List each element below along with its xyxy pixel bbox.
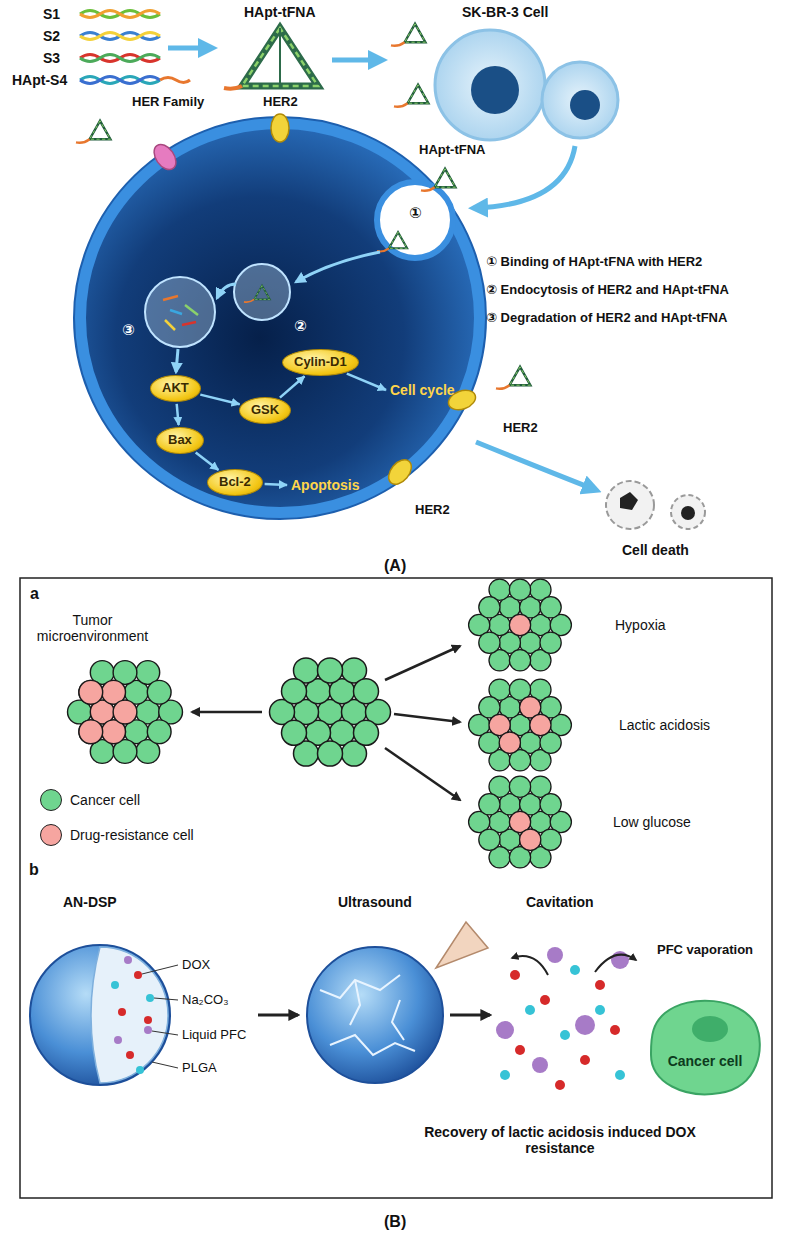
outcome-label: Cell cycle: [390, 382, 455, 398]
receptor-label: HER Family: [132, 95, 204, 110]
particle-label: AN-DSP: [63, 894, 117, 910]
pathway-arrow: [200, 395, 239, 405]
cluster-arrows: [192, 646, 460, 800]
component-label: DOX: [182, 958, 210, 973]
step-label: Cavitation: [526, 894, 594, 910]
strand-label: S1: [43, 6, 60, 22]
receptor-label: HER2: [415, 503, 450, 518]
node-text: Cancer cell: [645, 1053, 765, 1069]
node-text: Bcl-2: [219, 475, 251, 490]
nanoparticle: [30, 945, 178, 1085]
step-note: ① Binding of HApt-tFNA with HER2: [486, 255, 702, 270]
step-note: ② Endocytosis of HER2 and HApt-tFNA: [486, 283, 729, 298]
ultrasound-particle: [307, 922, 488, 1083]
component-label: Na₂CO₃: [182, 993, 228, 1008]
condition-label: Lactic acidosis: [619, 717, 710, 733]
callout-number: ③: [122, 321, 135, 338]
component-label: PLGA: [182, 1061, 217, 1076]
cell-label: SK-BR-3 Cell: [462, 4, 548, 20]
pathway-arrow: [196, 453, 219, 470]
pathway-node: AKT: [150, 375, 201, 402]
condition-label: Tumor microenvironment: [25, 612, 160, 644]
receptors: [150, 114, 479, 489]
pathway-node: Bcl-2: [207, 469, 263, 496]
structure-label: HApt-tFNA: [419, 143, 485, 158]
dead-cells: [606, 481, 705, 529]
callout-number: ②: [294, 317, 307, 334]
cell-nucleus: [692, 1016, 728, 1042]
node-text: Bax: [168, 433, 192, 448]
step-label: PFC vaporation: [657, 943, 753, 958]
legend-text: Drug-resistance cell: [70, 827, 194, 843]
step-note: ③ Degradation of HER2 and HApt-tFNA: [486, 311, 727, 326]
receptor-label: HER2: [503, 421, 538, 436]
step-label: Ultrasound: [338, 894, 412, 910]
outcome-arrow: [265, 484, 287, 485]
dna-tetrahedron: [224, 28, 318, 89]
legend-swatch: [40, 789, 62, 811]
cell-body: [74, 117, 486, 519]
node-text: GSK: [251, 403, 279, 418]
cancer-cell: Cancer cell: [645, 993, 765, 1098]
panel-frame: [20, 578, 772, 1198]
pathway-arrow: [177, 404, 179, 425]
step-arrows: [258, 1014, 490, 1017]
pathway-node: GSK: [239, 397, 291, 424]
cell-outline: [645, 993, 765, 1098]
legend-swatch: [40, 824, 62, 846]
panel-label: (B): [384, 1213, 406, 1231]
strand-label: HApt-S4: [12, 72, 67, 88]
panel-letter: a: [30, 585, 39, 603]
component-label: Liquid PFC: [182, 1028, 246, 1043]
node-text: Cylin-D1: [294, 355, 347, 370]
outcome-arrow: [347, 374, 386, 390]
callout-number: ①: [409, 204, 422, 221]
tumor-clusters: [68, 579, 572, 868]
pathway-arrow: [280, 376, 305, 397]
pathway-node: Bax: [156, 427, 204, 454]
panel-letter: b: [29, 861, 39, 879]
receptor-label: HER2: [263, 95, 298, 110]
cavitation-particles: [496, 947, 636, 1090]
condition-label: Low glucose: [613, 814, 691, 830]
pathway-node: Cylin-D1: [282, 349, 359, 376]
legend-text: Cancer cell: [70, 792, 140, 808]
strand-label: S2: [43, 28, 60, 44]
cell-membrane: [651, 1001, 760, 1095]
panel-label: (A): [384, 557, 406, 575]
result-note: Recovery of lactic acidosis induced DOX …: [410, 1124, 710, 1156]
aptamer-nanostructures: [76, 24, 530, 389]
outcome-label: Apoptosis: [291, 477, 359, 493]
structure-label: HApt-tFNA: [244, 4, 316, 20]
sk-br-3-cells: [435, 30, 618, 140]
outcome-label: Cell death: [622, 542, 689, 558]
strand-label: S3: [43, 50, 60, 66]
condition-label: Hypoxia: [615, 617, 666, 633]
node-text: AKT: [162, 381, 189, 396]
